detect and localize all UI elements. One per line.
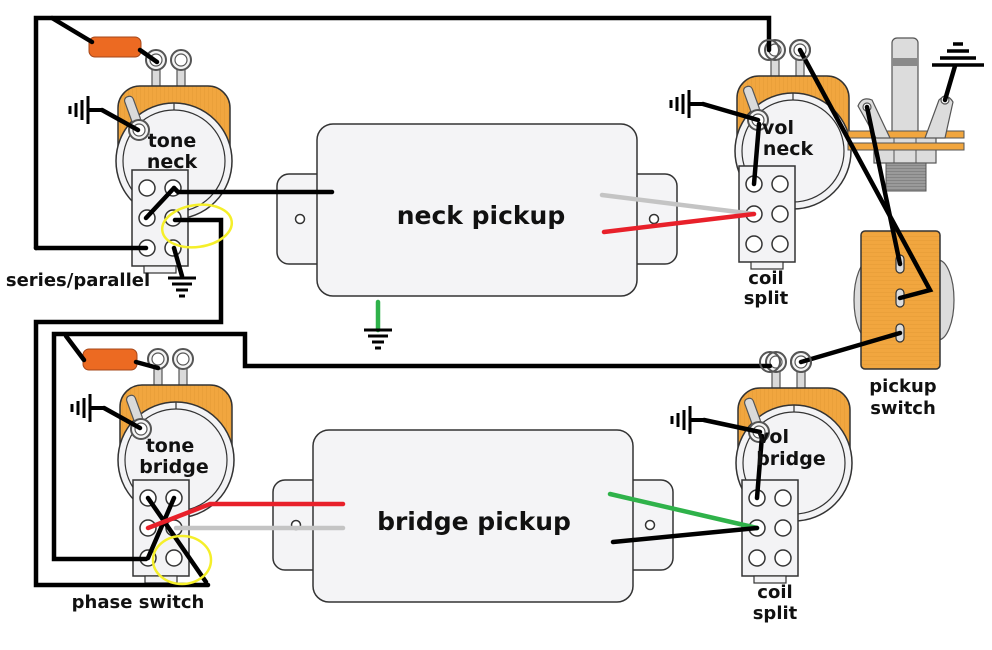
vol-neck-ground-symbol <box>669 88 705 120</box>
coil-split-bridge-label-2: split <box>753 603 798 624</box>
output-jack <box>847 37 965 192</box>
neck-pickup-label: neck pickup <box>397 201 566 230</box>
coil-split-bridge-switch[interactable] <box>741 479 799 584</box>
coil-split-neck-switch[interactable] <box>738 165 796 270</box>
series-parallel-ground-symbol <box>166 276 198 298</box>
series-parallel-highlight <box>160 203 234 249</box>
wires <box>33 15 958 588</box>
tone-bridge-ground-symbol <box>70 392 106 424</box>
tone-bridge-label-2: bridge <box>139 456 209 478</box>
vol-neck-label-1: vol <box>762 117 794 139</box>
tone-neck-ground-symbol <box>68 94 104 126</box>
neck-pickup-ground-symbol <box>362 328 394 350</box>
jack-ground-symbol <box>930 42 986 67</box>
series-parallel-label: series/parallel <box>6 270 150 291</box>
coil-split-neck-label-1: coil <box>748 268 783 289</box>
phase-switch-label: phase switch <box>72 592 205 613</box>
vol-bridge-label-1: vol <box>757 426 789 448</box>
vol-bridge-label-2: bridge <box>756 448 826 470</box>
tone-neck-label-1: tone <box>148 130 197 152</box>
vol-bridge-ground-symbol <box>670 404 706 436</box>
vol-neck-label-2: neck <box>763 138 814 160</box>
bridge-pickup-label: bridge pickup <box>377 507 571 536</box>
coil-split-bridge-label-1: coil <box>757 582 792 603</box>
tone-neck-label-2: neck <box>147 151 198 173</box>
lug-overlays <box>758 39 812 373</box>
phase-switch-highlight <box>151 534 213 586</box>
pickup-switch-label-1: pickup <box>869 376 937 397</box>
pickup-switch[interactable] <box>853 230 955 370</box>
tone-neck-capacitor <box>88 36 142 58</box>
tone-bridge-capacitor <box>82 348 138 371</box>
tone-bridge-label-1: tone <box>146 435 195 457</box>
coil-split-neck-label-2: split <box>744 288 789 309</box>
pickup-switch-label-2: switch <box>870 398 936 419</box>
